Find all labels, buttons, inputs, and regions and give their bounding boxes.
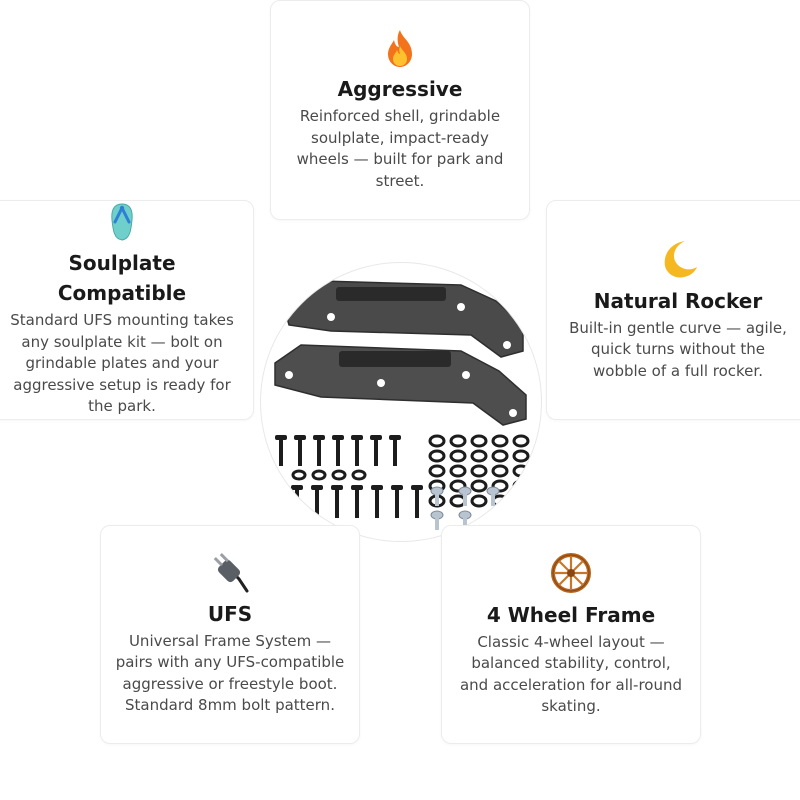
bolt-shaft bbox=[336, 440, 340, 466]
bolt-shaft bbox=[355, 490, 359, 518]
bolt-shaft bbox=[335, 490, 339, 518]
frame-rail-bottom bbox=[274, 344, 527, 426]
bolt-head bbox=[331, 485, 343, 490]
silver-screw-head bbox=[458, 486, 472, 496]
bolt-head bbox=[411, 485, 423, 490]
washer bbox=[512, 464, 530, 478]
silver-screw-shaft bbox=[435, 494, 439, 506]
silver-screw-shaft bbox=[463, 494, 467, 506]
bolt-head bbox=[294, 435, 306, 440]
washer bbox=[428, 464, 446, 478]
washer bbox=[428, 449, 446, 463]
washer bbox=[449, 434, 467, 448]
silver-screw-shaft bbox=[435, 518, 439, 530]
washer bbox=[449, 449, 467, 463]
frame-rail-top bbox=[282, 280, 524, 358]
feature-description: Built-in gentle curve — agile, quick tur… bbox=[569, 318, 787, 380]
washer bbox=[470, 464, 488, 478]
feature-description: Universal Frame System — pairs with any … bbox=[115, 631, 345, 715]
silver-screw-head bbox=[430, 486, 444, 496]
washer bbox=[449, 464, 467, 478]
bolt-head bbox=[389, 435, 401, 440]
fire-icon bbox=[382, 28, 418, 68]
washer bbox=[512, 449, 530, 463]
silver-screw-head bbox=[430, 510, 444, 520]
washer bbox=[428, 434, 446, 448]
bolt-shaft bbox=[295, 490, 299, 518]
feature-card-aggressive: Aggressive Reinforced shell, grindable s… bbox=[270, 0, 530, 220]
bolt-head bbox=[311, 485, 323, 490]
bolt-shaft bbox=[415, 490, 419, 518]
silver-screw-head bbox=[458, 510, 472, 520]
feature-description: Standard UFS mounting takes any soulplat… bbox=[10, 311, 234, 416]
bolt-head bbox=[351, 435, 363, 440]
washer bbox=[512, 479, 530, 493]
crescent-moon-icon bbox=[657, 238, 699, 280]
feature-description: Classic 4-wheel layout — balanced stabil… bbox=[459, 632, 683, 716]
bolt-shaft bbox=[374, 440, 378, 466]
nut bbox=[351, 469, 367, 481]
feature-card-ufs: UFS Universal Frame System — pairs with … bbox=[100, 525, 360, 744]
nut bbox=[311, 469, 327, 481]
washer bbox=[491, 434, 509, 448]
feature-title: UFS bbox=[207, 601, 253, 626]
bolt-head bbox=[313, 435, 325, 440]
bolt-shaft bbox=[317, 440, 321, 466]
bolt-head bbox=[371, 485, 383, 490]
mounting-hardware bbox=[275, 434, 530, 530]
feature-title: Natural Rocker bbox=[593, 288, 763, 313]
bolt-head bbox=[370, 435, 382, 440]
silver-screw-head bbox=[486, 510, 500, 520]
electric-plug-icon bbox=[209, 552, 251, 593]
bolt-shaft bbox=[298, 440, 302, 466]
frame-and-hardware-illustration bbox=[274, 280, 530, 530]
washer bbox=[491, 494, 509, 508]
feature-title: 4 Wheel Frame bbox=[486, 602, 656, 627]
feature-card-natural-rocker: Natural Rocker Built-in gentle curve — a… bbox=[546, 200, 800, 420]
bolt-head bbox=[275, 435, 287, 440]
silver-screw-shaft bbox=[491, 494, 495, 506]
washer bbox=[449, 494, 467, 508]
silver-screw-head bbox=[486, 486, 500, 496]
wagon-wheel-icon bbox=[550, 552, 592, 594]
bolt-head bbox=[351, 485, 363, 490]
washer bbox=[470, 494, 488, 508]
nut bbox=[331, 469, 347, 481]
bolt-head bbox=[332, 435, 344, 440]
bolt-shaft bbox=[279, 440, 283, 466]
washer bbox=[449, 479, 467, 493]
nut bbox=[291, 469, 307, 481]
feature-title: Aggressive bbox=[337, 77, 463, 101]
bolt-shaft bbox=[375, 490, 379, 518]
washer bbox=[491, 449, 509, 463]
washer bbox=[491, 479, 509, 493]
feature-card-4-wheel-frame: 4 Wheel Frame Classic 4-wheel layout — b… bbox=[441, 525, 701, 744]
feature-description: Reinforced shell, grindable soulplate, i… bbox=[296, 107, 504, 190]
washer bbox=[512, 434, 530, 448]
feature-title: Soulplate Compatible bbox=[57, 251, 187, 306]
bolt-head bbox=[291, 485, 303, 490]
flip-flop-icon bbox=[108, 202, 136, 242]
bolt-shaft bbox=[355, 440, 359, 466]
washer bbox=[470, 479, 488, 493]
product-frame-image bbox=[260, 262, 542, 542]
washer bbox=[491, 464, 509, 478]
washer bbox=[470, 449, 488, 463]
washer bbox=[470, 434, 488, 448]
washer bbox=[512, 494, 530, 508]
bolt-shaft bbox=[395, 490, 399, 518]
silver-screw-shaft bbox=[463, 518, 467, 530]
bolt-shaft bbox=[393, 440, 397, 466]
bolt-head bbox=[391, 485, 403, 490]
bolt-shaft bbox=[315, 490, 319, 518]
feature-card-soulplate: Soulplate Compatible Standard UFS mounti… bbox=[0, 200, 254, 420]
